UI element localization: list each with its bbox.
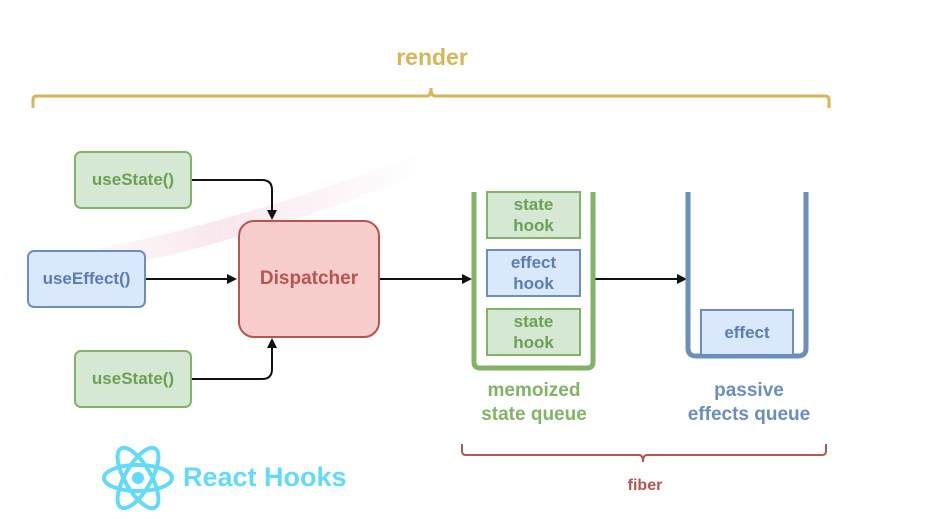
effects-queue-label-line1: passive	[714, 380, 784, 401]
fiber-label: fiber	[627, 477, 663, 494]
effect-hook-item-line2: hook	[513, 274, 554, 293]
effect-hook-item-line1: effect	[510, 253, 557, 272]
effects-queue-label: passive effects queue	[667, 379, 831, 427]
usestate-top-node: useState()	[74, 151, 192, 209]
state-hook-item-2: state hook	[486, 308, 581, 356]
usestate-bottom-node: useState()	[74, 350, 192, 408]
react-hooks-title: React Hooks	[183, 462, 347, 492]
dispatcher-node: Dispatcher	[238, 220, 380, 338]
state-queue-label-line2: state queue	[481, 404, 587, 425]
effect-item: effect	[700, 309, 794, 356]
arrow-usestate-top-to-dispatcher	[192, 179, 277, 220]
arrow-usestate-bottom-to-dispatcher	[192, 338, 277, 380]
state-hook-item-1-line1: state	[513, 195, 554, 214]
state-queue-label: memoized state queue	[454, 379, 614, 427]
state-hook-item-1-line2: hook	[513, 216, 554, 235]
state-hook-item-2-line1: state	[513, 312, 554, 331]
state-hook-item-1: state hook	[486, 191, 581, 239]
effects-queue-label-line2: effects queue	[687, 404, 811, 425]
state-queue-label-line1: memoized	[487, 380, 581, 401]
useeffect-node: useEffect()	[27, 250, 146, 308]
effect-hook-item: effect hook	[486, 249, 581, 297]
state-hook-item-2-line2: hook	[513, 333, 554, 352]
render-label: render	[396, 44, 468, 70]
